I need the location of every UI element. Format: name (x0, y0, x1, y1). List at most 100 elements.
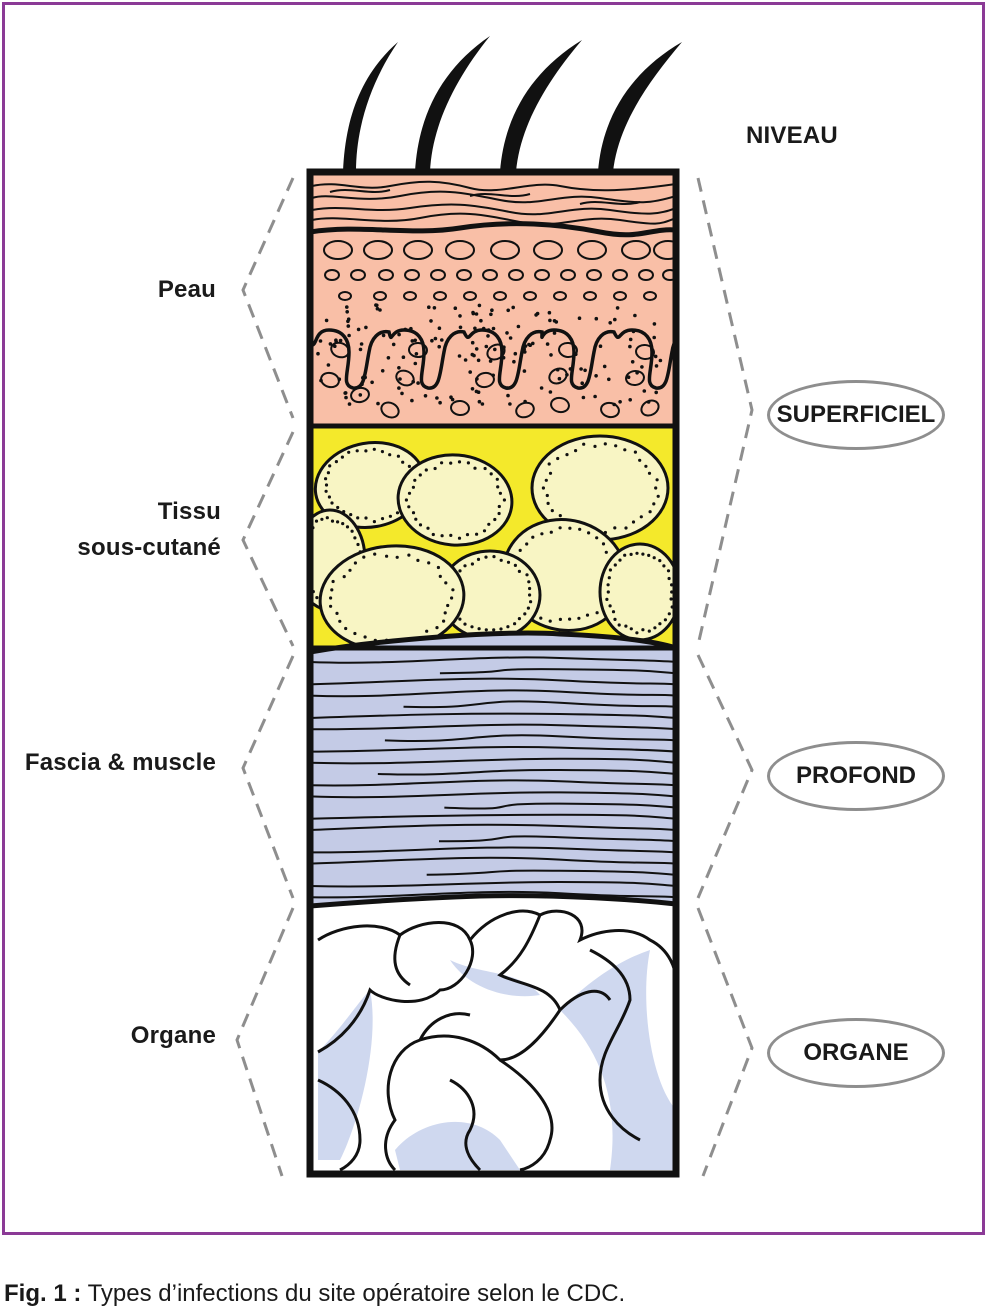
organ-layer (317, 909, 676, 1172)
bracket-profond (696, 654, 754, 899)
skin-dot (652, 335, 656, 340)
skin-dot (534, 313, 538, 317)
skin-dot (324, 318, 329, 323)
skin-cell (534, 269, 550, 281)
skin-dot (400, 391, 404, 396)
dermis-cell (395, 369, 415, 387)
skin-dot (615, 306, 620, 310)
skin-cell (560, 269, 576, 281)
skin-dot (473, 326, 477, 331)
dermal-papillae (311, 328, 676, 390)
skin-dot (488, 359, 493, 363)
skin-dot (410, 398, 414, 403)
epidermis-lines (311, 180, 676, 226)
skin-dot (513, 351, 518, 356)
skin-dot (375, 306, 380, 311)
skin-dot (437, 344, 442, 349)
skin-dot (477, 303, 482, 308)
dermis-cell (550, 396, 570, 414)
skin-cell (621, 240, 651, 260)
skin-dot (333, 344, 337, 349)
figure-caption: Fig. 1 : Types d’infections du site opér… (4, 1280, 625, 1308)
skin-dot (435, 396, 439, 400)
skin-dot (633, 313, 637, 318)
skin-dot (427, 305, 431, 310)
dermis-cell (600, 401, 620, 419)
skin-dot (318, 339, 323, 343)
skin-dot (470, 352, 475, 357)
skin-dot (344, 395, 348, 400)
skin-dot (511, 305, 515, 310)
skin-dot (640, 365, 644, 369)
skin-dot (658, 358, 663, 363)
dermis-cells (320, 341, 660, 419)
layer-label-organe: Organe (130, 1022, 216, 1049)
skin-dot (628, 344, 632, 349)
fat-cell (438, 549, 542, 641)
dermis-cell (330, 341, 350, 359)
layer-label-peau: Peau (157, 276, 216, 303)
skin-dot (381, 333, 386, 338)
skin-dot (356, 327, 361, 332)
level-badge-profond: PROFOND (767, 741, 945, 811)
skin-dot (316, 351, 320, 356)
skin-dot (557, 376, 562, 381)
hair-strand (598, 42, 682, 172)
level-badge-superficiel: SUPERFICIEL (767, 380, 945, 450)
skin-cell (653, 240, 676, 260)
skin-dot (545, 342, 550, 346)
epidermis-border (310, 221, 676, 238)
skin-dot (346, 324, 351, 328)
dermis-cell (350, 386, 370, 404)
skin-dot (410, 339, 415, 343)
skin-dot (345, 310, 350, 314)
skin-dot (453, 306, 458, 311)
skin-dot (490, 308, 494, 313)
bracket-sous-cutane (241, 431, 295, 647)
skin-dot (470, 387, 475, 391)
skin-dot (358, 347, 363, 352)
hair-strand (415, 36, 490, 172)
skin-cell (493, 291, 507, 301)
dermis-cell (640, 399, 660, 417)
muscle-fiber (426, 869, 676, 876)
organ-shadows (318, 950, 676, 1170)
muscle-fiber (310, 846, 676, 854)
skin-dot (506, 393, 510, 398)
skin-cells (323, 240, 676, 301)
skin-dot (347, 402, 352, 406)
muscle-fiber (310, 890, 676, 899)
skin-cell (430, 269, 446, 281)
skin-dot (458, 314, 462, 318)
skin-cell (324, 269, 340, 281)
right-brackets (696, 177, 754, 1177)
skin-dot (370, 380, 374, 385)
skin-dot (413, 361, 418, 366)
skin-dot (628, 398, 632, 402)
skin-dot (477, 399, 482, 404)
bracket-superficiel (696, 177, 754, 646)
skin-dot (516, 324, 521, 329)
skin-dot (654, 364, 659, 368)
fat-cell (598, 542, 676, 642)
skin-dot (358, 393, 363, 397)
skin-dot (334, 338, 338, 343)
skin-dot (380, 369, 385, 373)
skin-dot (343, 391, 348, 395)
dermis-cell (558, 341, 578, 359)
dermis-cell (380, 401, 400, 419)
skin-dot (416, 381, 420, 385)
skin-dot (338, 338, 343, 343)
layer-label-fascia-muscle: Fascia & muscle (24, 749, 216, 776)
muscle-fiber (403, 700, 676, 709)
muscle-fiber (310, 779, 676, 787)
skin-cell (403, 240, 433, 260)
muscle-fiber (310, 745, 676, 753)
bracket-peau (241, 177, 295, 419)
dermis-cell (635, 343, 655, 361)
hair-strand (343, 42, 398, 172)
skin-dot (433, 336, 438, 341)
skin-dot (505, 331, 509, 335)
muscle-fiber (310, 791, 676, 799)
skin-dot (548, 390, 553, 394)
